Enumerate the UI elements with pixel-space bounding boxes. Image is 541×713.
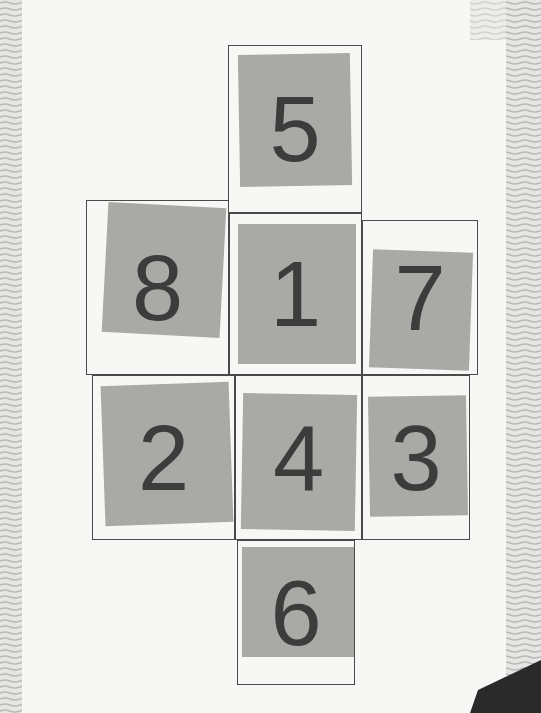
net-cell: 3 — [362, 375, 470, 540]
face-number: 8 — [132, 242, 183, 334]
net-cell: 5 — [228, 45, 362, 213]
face-number: 1 — [270, 248, 321, 340]
net-cell: 2 — [92, 375, 235, 540]
net-cell: 7 — [362, 220, 478, 375]
face-number: 6 — [270, 567, 321, 659]
face-number: 5 — [269, 83, 320, 175]
net-cell: 4 — [235, 375, 362, 540]
wall-strip — [506, 0, 541, 713]
face-number: 3 — [390, 412, 441, 504]
face-number: 4 — [273, 412, 324, 504]
face-number: 7 — [394, 252, 445, 344]
net-cell: 8 — [86, 200, 229, 375]
wall-strip — [0, 0, 22, 713]
net-cell: 1 — [229, 213, 362, 375]
wall-strip — [470, 0, 506, 40]
net-cell: 6 — [237, 540, 355, 685]
face-number: 2 — [138, 412, 189, 504]
dark-corner — [470, 660, 541, 713]
